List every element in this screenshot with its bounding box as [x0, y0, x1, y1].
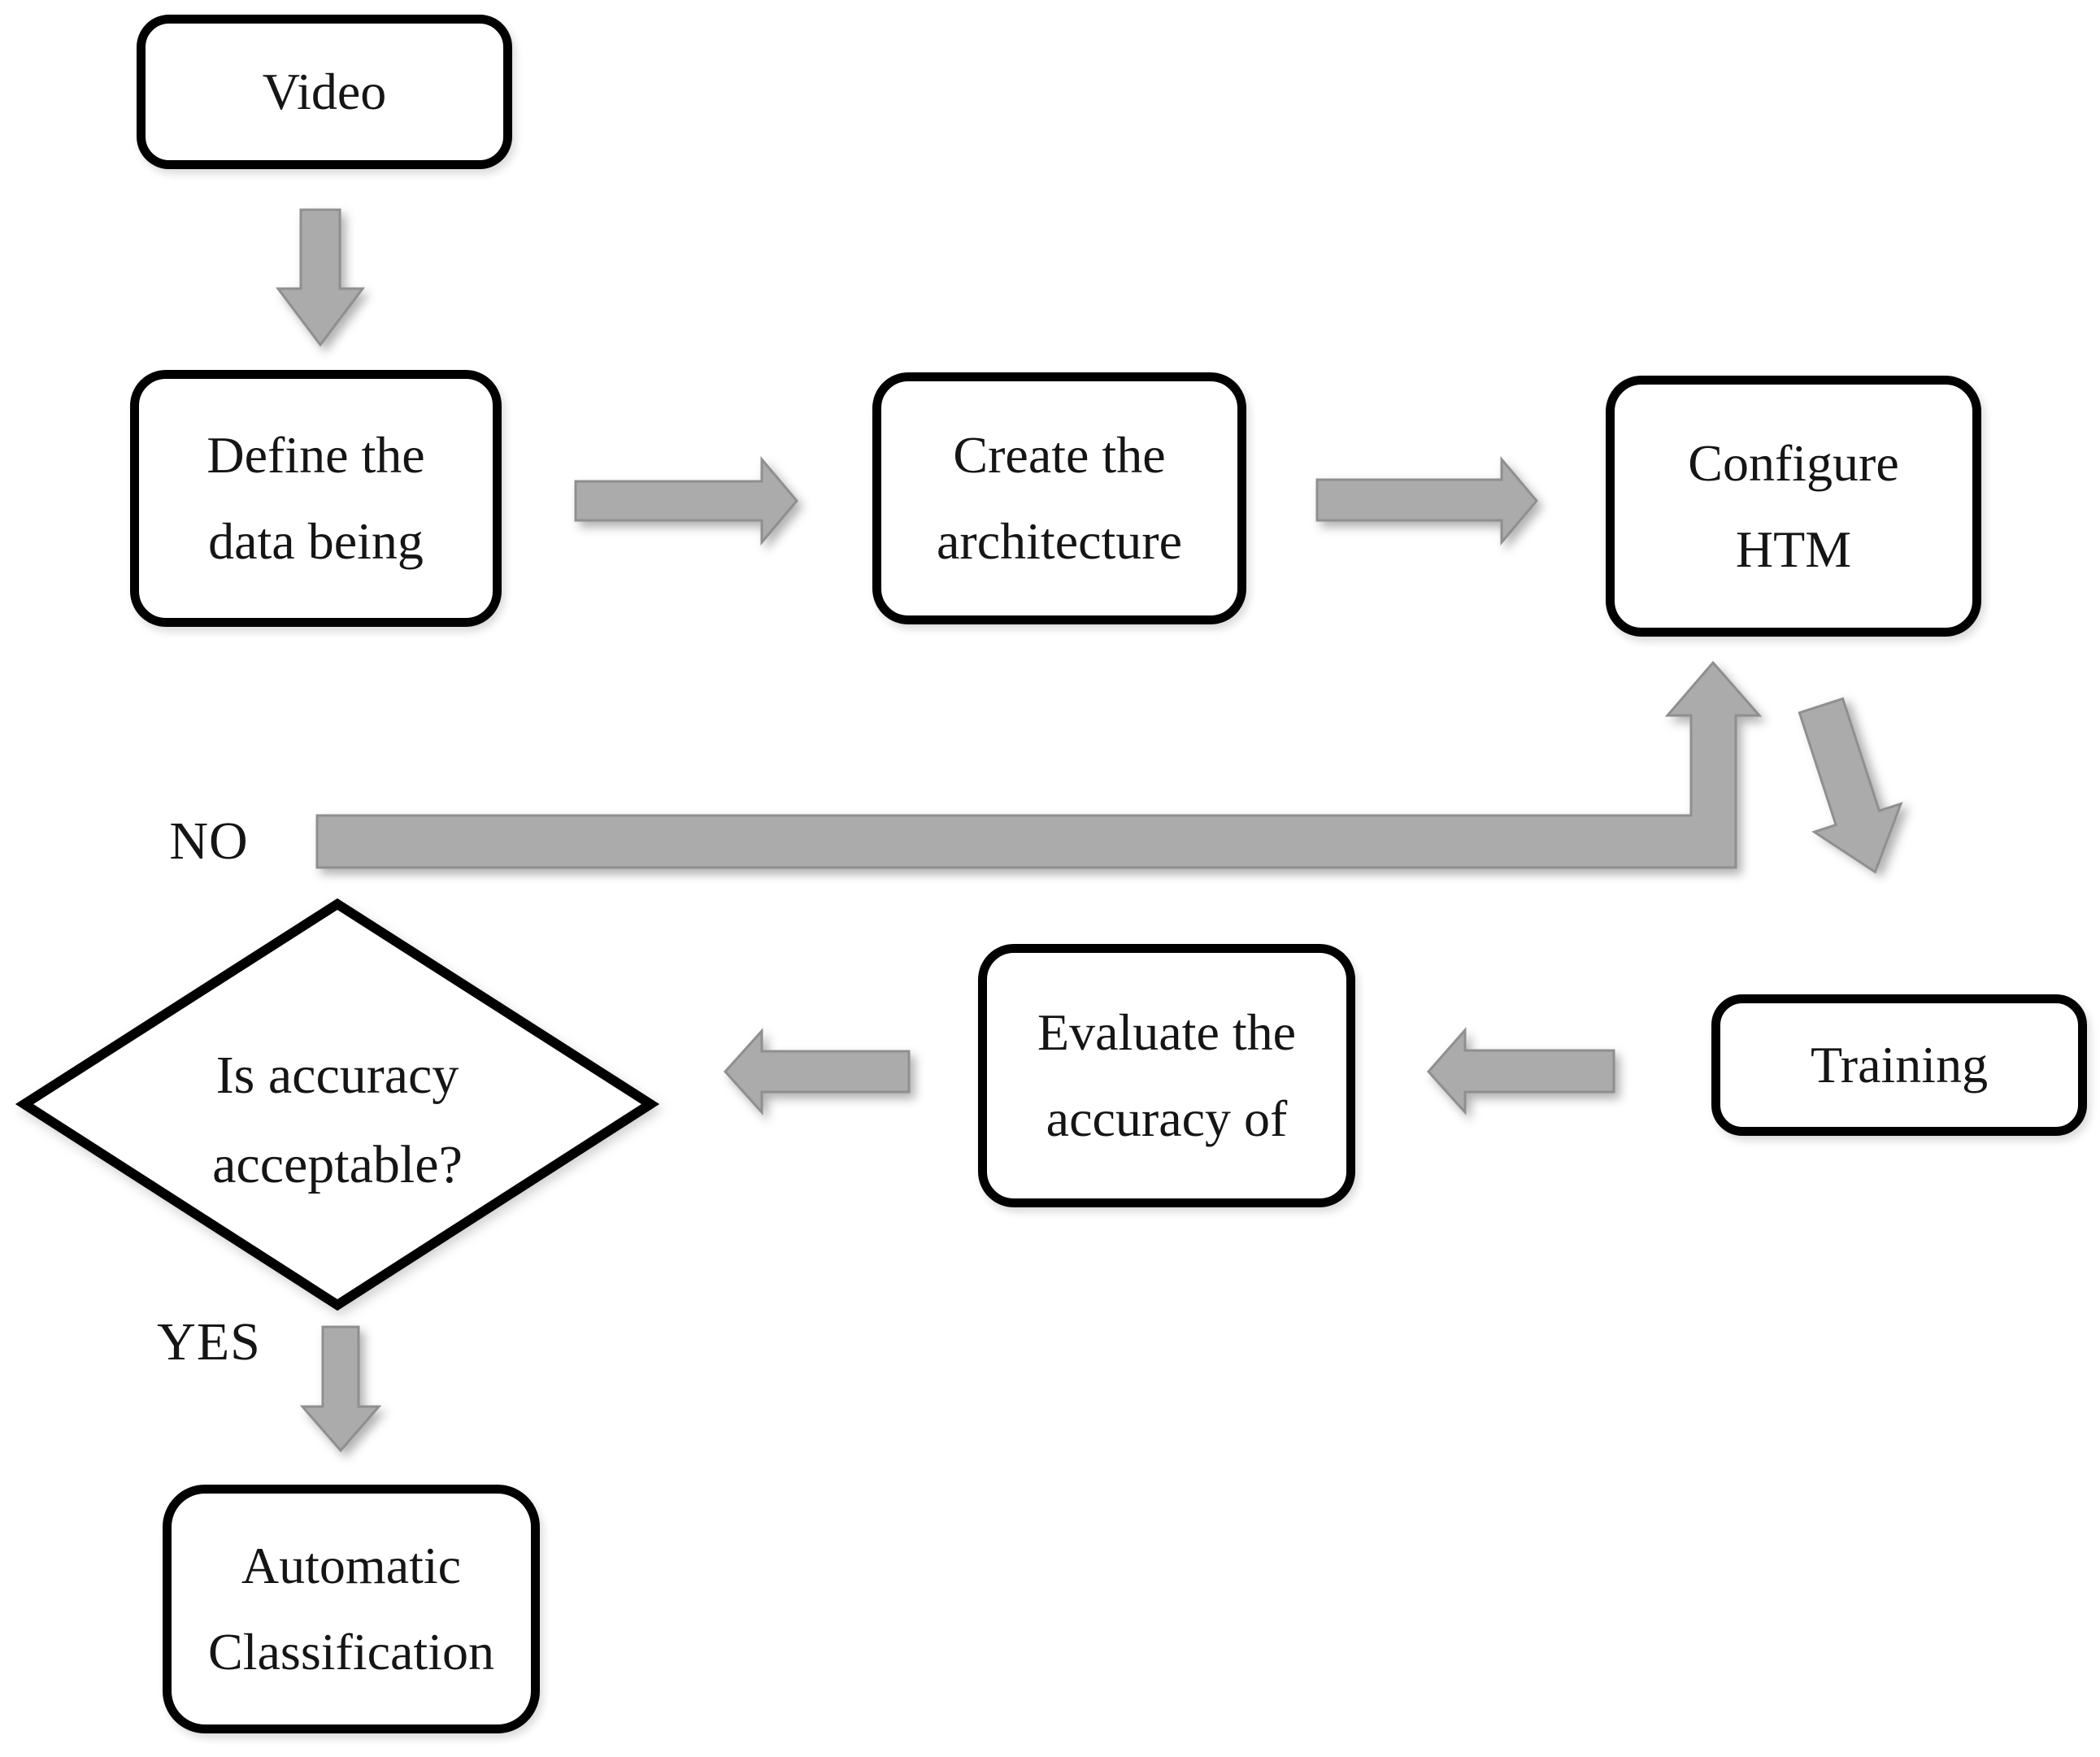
node-decision-line2: acceptable? [212, 1135, 463, 1195]
node-training: Training [1711, 994, 2087, 1136]
arrow-evaluate-to-decision-icon [723, 1028, 911, 1116]
node-configure-htm: Configure HTM [1606, 376, 1981, 637]
node-create-architecture-line2: architecture [937, 512, 1182, 570]
arrow-video-to-define-icon [275, 208, 366, 347]
node-define-data-line2: data being [208, 512, 424, 570]
node-define-data: Define the data being [130, 370, 502, 627]
arrow-create-to-configure-icon [1315, 455, 1538, 546]
arrow-define-to-create-icon [574, 455, 798, 546]
node-evaluate-accuracy: Evaluate the accuracy of [978, 944, 1355, 1207]
node-define-data-line1: Define the [207, 426, 425, 485]
node-configure-htm-line2: HTM [1735, 520, 1852, 578]
node-decision-accuracy-text: Is accuracy acceptable? [93, 1031, 581, 1210]
node-create-architecture-line1: Create the [953, 426, 1166, 485]
node-evaluate-accuracy-line2: accuracy of [1046, 1089, 1288, 1147]
branch-label-no: NO [169, 811, 249, 871]
node-training-label: Training [1810, 1036, 1989, 1094]
node-video: Video [137, 15, 512, 169]
arrow-training-to-evaluate-icon [1426, 1027, 1615, 1116]
node-create-architecture: Create the architecture [872, 372, 1246, 624]
node-automatic-classification-line1: Automatic [241, 1537, 462, 1595]
arrow-configure-to-training-icon [1798, 697, 1903, 874]
node-automatic-classification-line2: Classification [208, 1623, 494, 1681]
branch-label-yes: YES [157, 1312, 261, 1372]
node-configure-htm-line1: Configure [1688, 433, 1899, 492]
arrow-no-return-to-configure-icon [315, 660, 1763, 869]
node-video-label: Video [262, 63, 387, 121]
node-automatic-classification: Automatic Classification [163, 1485, 540, 1733]
node-evaluate-accuracy-line1: Evaluate the [1037, 1003, 1297, 1062]
node-decision-line1: Is accuracy [215, 1046, 459, 1105]
decision-diamond-shape [15, 898, 660, 1311]
arrow-yes-to-automatic-icon [299, 1325, 382, 1453]
